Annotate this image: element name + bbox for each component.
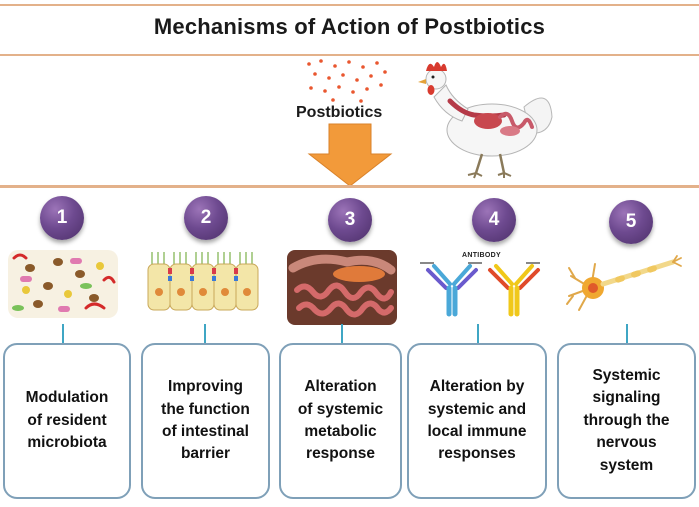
title-top-rule	[0, 4, 699, 6]
page-title: Mechanisms of Action of Postbiotics	[153, 14, 546, 39]
antibody-label: ANTIBODY	[462, 252, 501, 259]
intestinal-barrier-icon	[147, 252, 259, 311]
postbiotic-particles-icon	[307, 59, 387, 103]
down-arrow-icon	[307, 123, 393, 187]
step-number-3: 3	[328, 198, 372, 242]
title-bottom-rule	[0, 54, 699, 56]
mechanism-box-2: Improving the function of intestinal bar…	[141, 343, 270, 499]
step-number-4: 4	[472, 198, 516, 242]
mechanism-box-1: Modulation of resident microbiota	[3, 343, 131, 499]
mechanism-box-4: Alteration by systemic and local immune …	[407, 343, 547, 499]
mechanism-box-5: Systemic signaling through the nervous s…	[557, 343, 696, 499]
step-number-2: 2	[184, 196, 228, 240]
microbiota-icon	[8, 250, 118, 318]
chicken-icon	[418, 62, 553, 179]
step-number-5: 5	[609, 200, 653, 244]
section-divider	[0, 185, 699, 188]
antibody-icon	[420, 262, 540, 317]
postbiotics-label: Postbiotics	[296, 104, 383, 121]
intestine-icon	[287, 250, 397, 325]
step-number-1: 1	[40, 196, 84, 240]
neuron-icon	[566, 255, 682, 311]
mechanism-box-3: Alteration of systemic metabolic respons…	[279, 343, 402, 499]
